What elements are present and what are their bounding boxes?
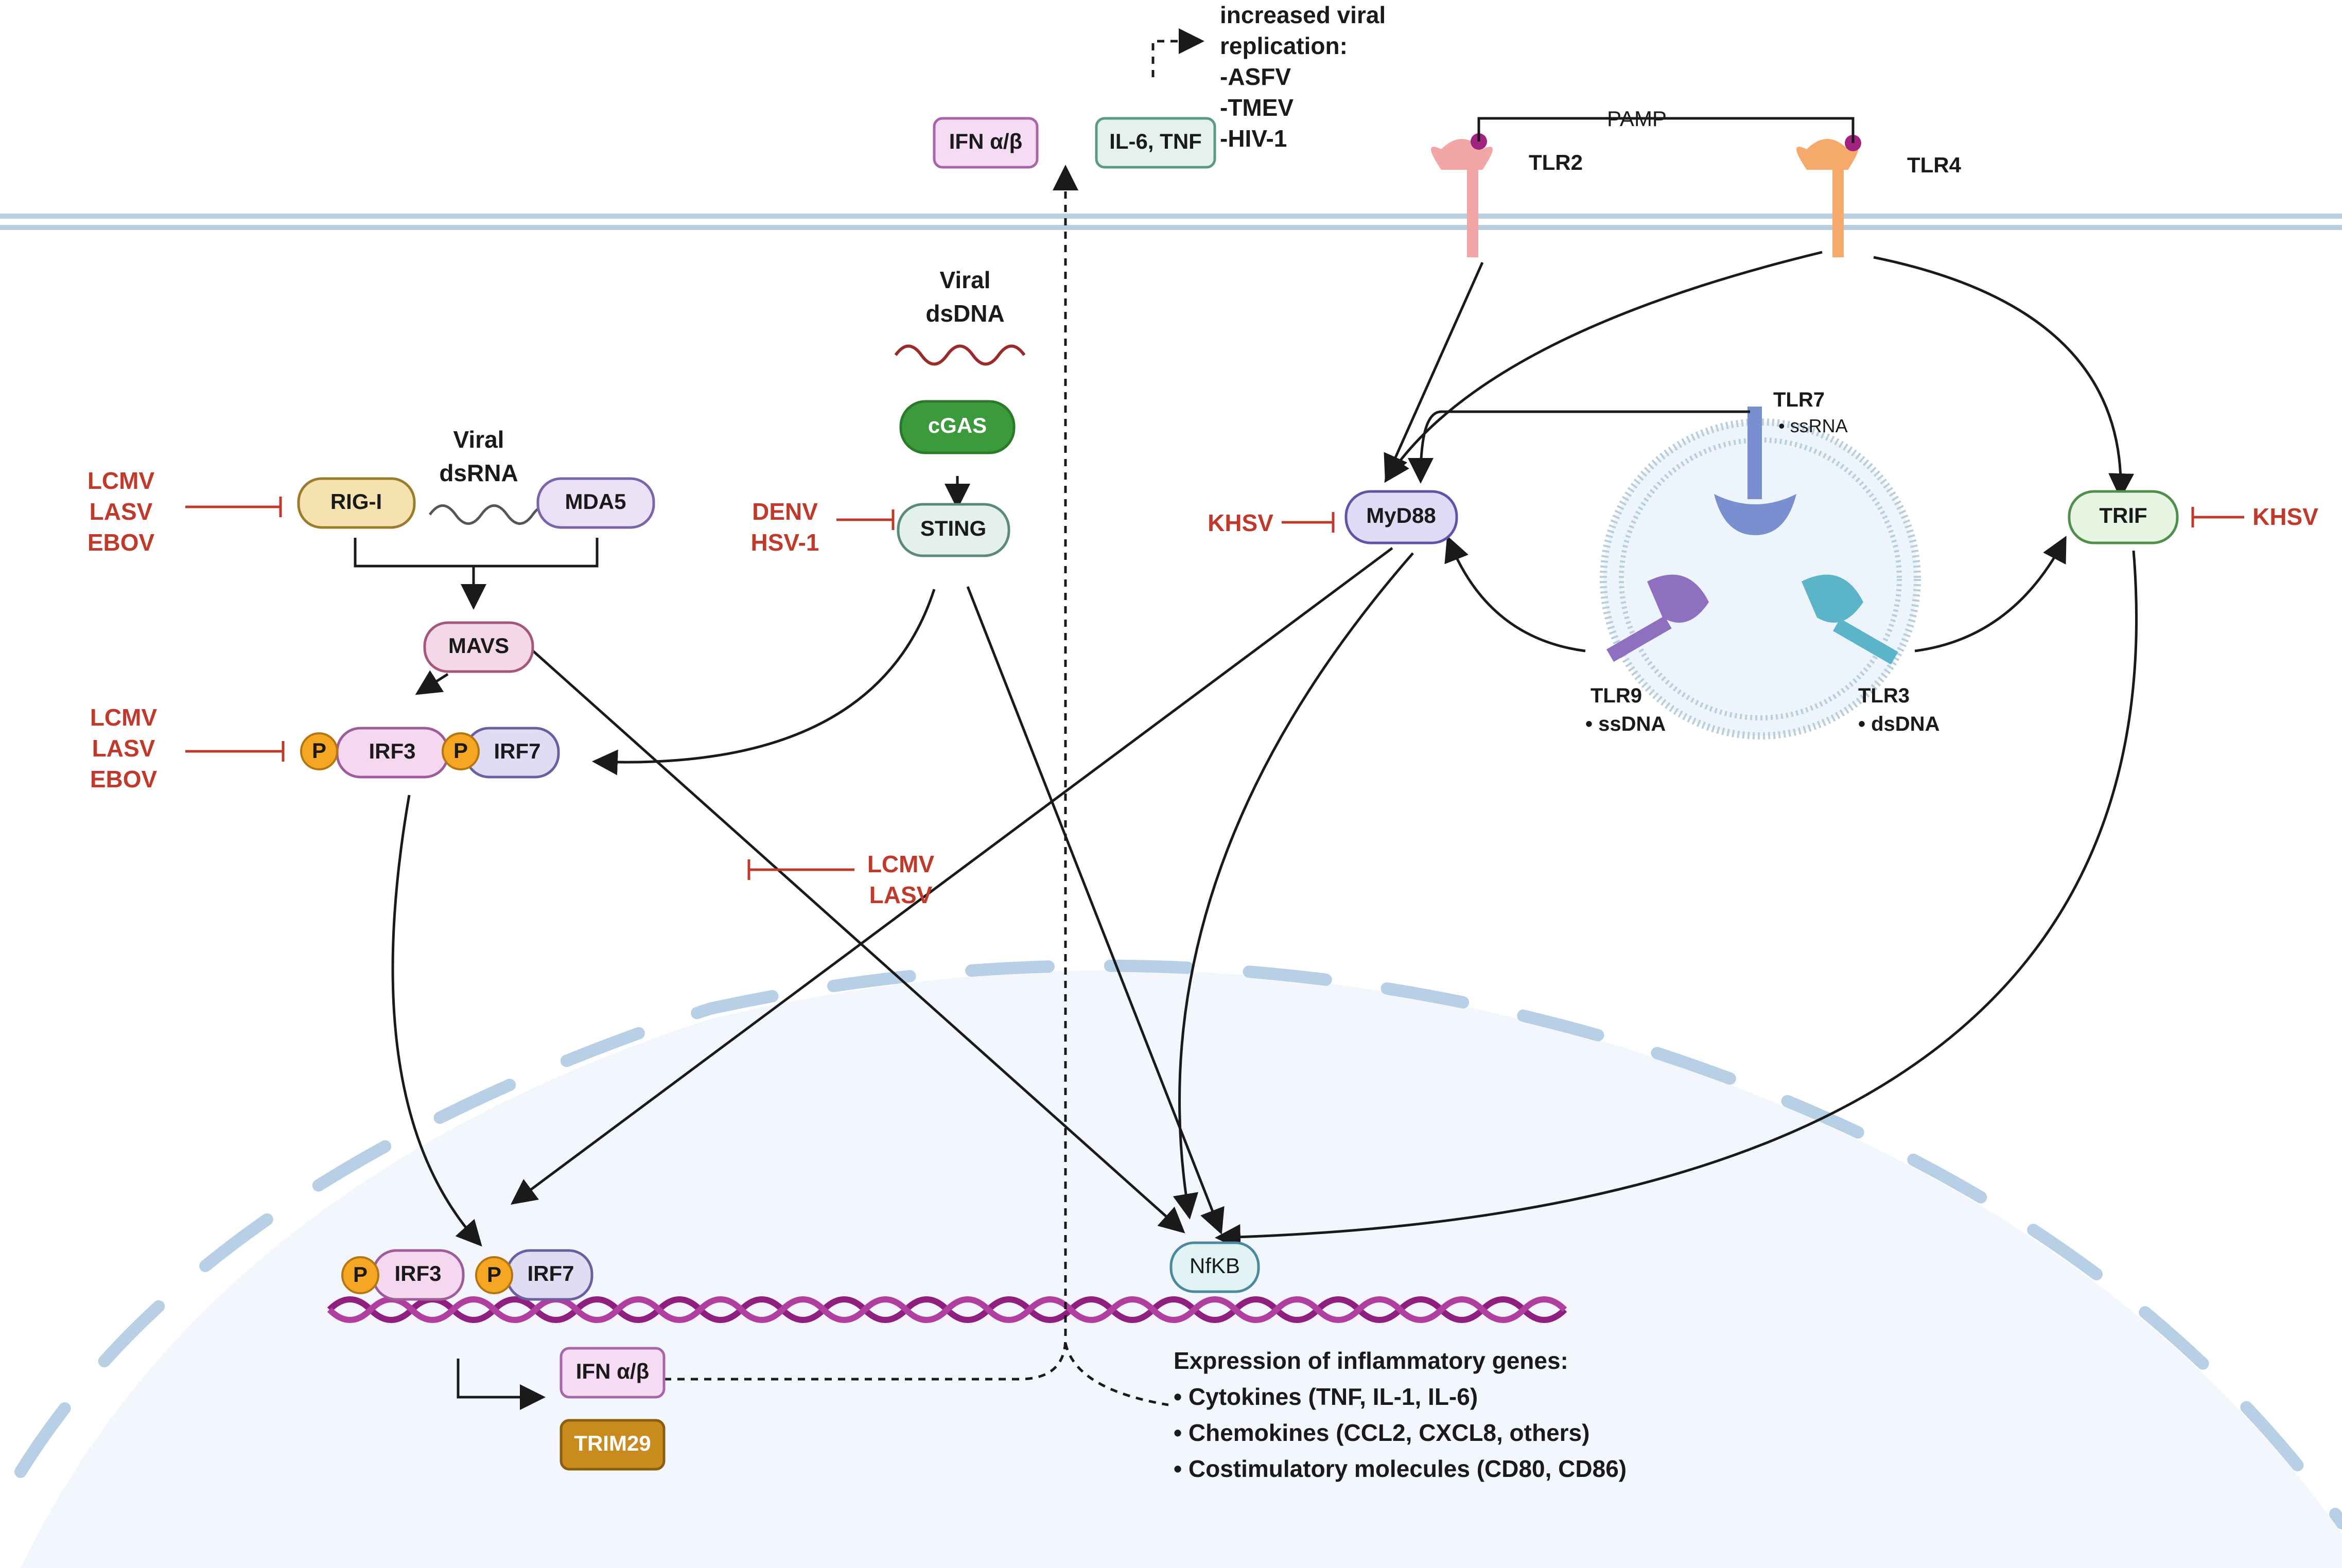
- tlr4-receptor: [1796, 135, 1861, 257]
- viral-dsdna-strand: [894, 344, 1026, 366]
- svg-text:TRIM29: TRIM29: [574, 1431, 651, 1455]
- svg-text:-HIV-1: -HIV-1: [1220, 125, 1287, 152]
- svg-text:IRF7: IRF7: [527, 1261, 574, 1285]
- node-irf7: IRF7 P: [442, 727, 560, 779]
- svg-text:• Cytokines (TNF, IL-1, IL-6): • Cytokines (TNF, IL-1, IL-6): [1174, 1383, 1478, 1410]
- cell-membrane: [0, 214, 2342, 230]
- svg-text:LCMV: LCMV: [88, 467, 155, 494]
- node-il6-tnf: IL-6, TNF: [1095, 117, 1216, 169]
- svg-text:• Chemokines (CCL2, CXCL8, oth: • Chemokines (CCL2, CXCL8, others): [1174, 1419, 1589, 1446]
- svg-text:TLR4: TLR4: [1907, 153, 1962, 177]
- node-nfkb: NfKB: [1169, 1241, 1260, 1293]
- svg-text:-ASFV: -ASFV: [1220, 63, 1291, 90]
- inhibitor-lines: [185, 497, 2244, 880]
- svg-text:MyD88: MyD88: [1366, 503, 1436, 527]
- node-irf3-nuclear: IRF3 P: [341, 1249, 465, 1301]
- svg-text:LASV: LASV: [869, 882, 933, 908]
- svg-text:dsDNA: dsDNA: [925, 300, 1004, 327]
- node-mavs: MAVS: [423, 621, 534, 673]
- tlr3-receptor: [1802, 574, 1898, 665]
- tlr7-receptor: [1714, 407, 1796, 535]
- svg-text:IRF3: IRF3: [394, 1261, 441, 1285]
- svg-text:MDA5: MDA5: [565, 489, 626, 514]
- svg-text:P: P: [353, 1262, 368, 1287]
- node-cgas: cGAS: [899, 400, 1016, 454]
- svg-text:IFN α/β: IFN α/β: [576, 1359, 649, 1383]
- svg-text:• Costimulatory molecules (CD8: • Costimulatory molecules (CD80, CD86): [1174, 1455, 1627, 1482]
- svg-text:replication:: replication:: [1220, 32, 1348, 59]
- svg-text:Viral: Viral: [940, 267, 991, 293]
- svg-text:TLR9: TLR9: [1591, 684, 1642, 707]
- svg-text:IRF7: IRF7: [494, 739, 540, 763]
- svg-text:MAVS: MAVS: [448, 633, 509, 658]
- svg-text:LCMV: LCMV: [90, 704, 158, 731]
- svg-text:EBOV: EBOV: [90, 766, 158, 792]
- svg-text:LASV: LASV: [90, 498, 153, 525]
- svg-text:HSV-1: HSV-1: [751, 529, 819, 556]
- svg-text:Expression of inflammatory gen: Expression of inflammatory genes:: [1174, 1347, 1568, 1374]
- svg-text:DENV: DENV: [752, 498, 818, 525]
- text-labels: Viral dsRNA Viral dsDNA PAMP TLR2 TLR4 T…: [439, 2, 1961, 1482]
- node-ifn-nuclear: IFN α/β: [560, 1347, 666, 1399]
- node-trif: TRIF: [2068, 490, 2179, 544]
- node-ifn-top: IFN α/β: [933, 117, 1039, 169]
- svg-text:• dsDNA: • dsDNA: [1858, 713, 1939, 735]
- svg-text:P: P: [312, 738, 326, 763]
- svg-text:LCMV: LCMV: [867, 851, 935, 877]
- svg-text:EBOV: EBOV: [88, 529, 155, 556]
- node-mda5: MDA5: [536, 477, 655, 529]
- svg-text:Viral: Viral: [453, 426, 504, 453]
- node-trim29: TRIM29: [560, 1419, 666, 1471]
- tlr9-receptor: [1606, 574, 1709, 662]
- svg-text:STING: STING: [920, 516, 986, 540]
- svg-text:LASV: LASV: [92, 735, 155, 762]
- node-rig-i: RIG-I: [297, 477, 416, 529]
- pathway-arrows: [354, 28, 2138, 1410]
- svg-text:TRIF: TRIF: [2099, 503, 2147, 527]
- svg-text:IRF3: IRF3: [369, 739, 415, 763]
- node-irf7-nuclear: IRF7 P: [475, 1249, 593, 1301]
- svg-text:P: P: [487, 1262, 501, 1287]
- node-irf3: IRF3 P: [300, 727, 449, 779]
- node-myd88: MyD88: [1344, 490, 1458, 544]
- svg-text:IFN α/β: IFN α/β: [949, 129, 1022, 153]
- svg-text:increased viral: increased viral: [1220, 2, 1386, 28]
- svg-text:KHSV: KHSV: [1208, 509, 1273, 536]
- svg-text:TLR7: TLR7: [1773, 389, 1825, 411]
- dna-helix: [327, 1296, 1567, 1323]
- svg-text:• ssDNA: • ssDNA: [1585, 713, 1666, 735]
- svg-text:IL-6, TNF: IL-6, TNF: [1109, 129, 1202, 153]
- node-sting: STING: [897, 503, 1010, 557]
- tlr2-receptor: [1431, 133, 1493, 257]
- svg-text:KHSV: KHSV: [2252, 503, 2318, 530]
- svg-text:-TMEV: -TMEV: [1220, 94, 1294, 121]
- pamp-line: [1477, 117, 1855, 143]
- svg-text:cGAS: cGAS: [928, 413, 987, 437]
- svg-text:PAMP: PAMP: [1607, 107, 1667, 131]
- svg-text:P: P: [453, 738, 468, 763]
- svg-text:RIG-I: RIG-I: [330, 489, 382, 514]
- svg-text:• ssRNA: • ssRNA: [1778, 415, 1848, 436]
- svg-text:TLR3: TLR3: [1858, 684, 1910, 707]
- inhibitor-labels: LCMV LASV EBOV DENV HSV-1 LCMV LASV EBOV…: [88, 467, 2318, 908]
- svg-text:NfKB: NfKB: [1190, 1254, 1240, 1278]
- svg-text:dsRNA: dsRNA: [439, 460, 518, 486]
- svg-text:TLR2: TLR2: [1529, 150, 1583, 174]
